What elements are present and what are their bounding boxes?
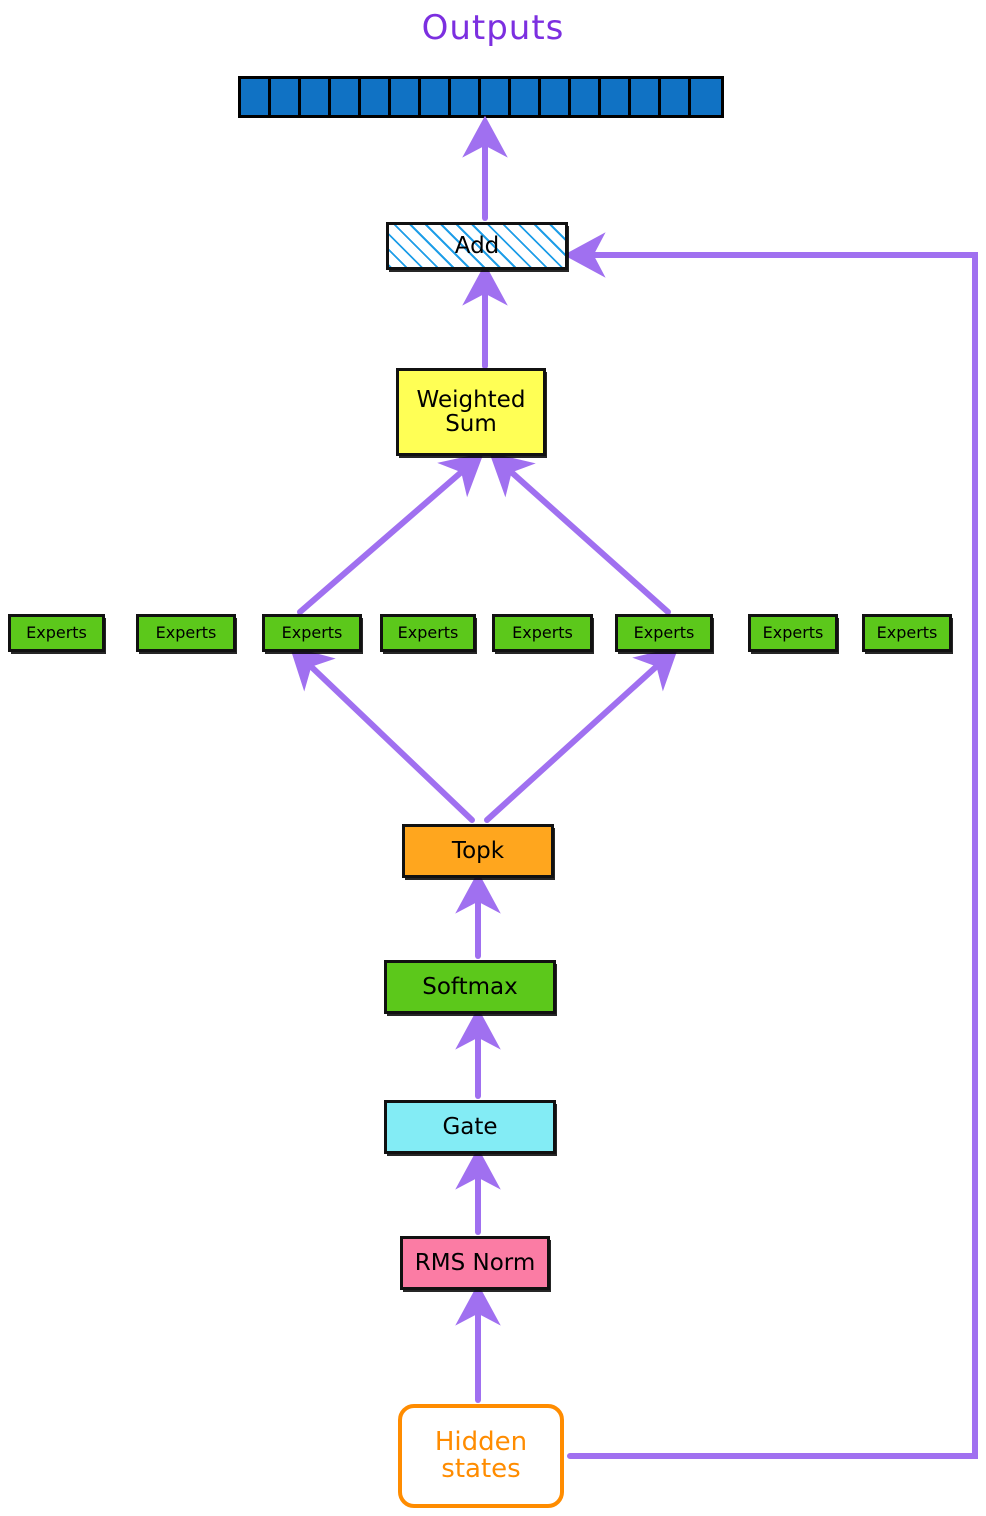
node-add[interactable]: Add <box>386 222 568 270</box>
node-expert-label: Experts <box>281 622 343 642</box>
output-token-cell <box>481 79 511 115</box>
node-expert-5[interactable]: Experts <box>492 614 593 652</box>
edge-topk-to-expert3 <box>289 646 475 823</box>
outputs-token-row <box>238 76 724 118</box>
output-token-cell <box>241 79 271 115</box>
output-token-cell <box>421 79 451 115</box>
node-expert-7[interactable]: Experts <box>748 614 838 652</box>
node-expert-1[interactable]: Experts <box>8 614 105 652</box>
node-expert-label: Experts <box>26 622 87 642</box>
node-expert-6[interactable]: Experts <box>615 614 713 652</box>
output-token-cell <box>271 79 301 115</box>
edge-expert3-to-weightedsum <box>297 452 484 615</box>
node-expert-label: Experts <box>762 622 824 642</box>
output-token-cell <box>661 79 691 115</box>
node-topk-label: Topk <box>451 837 505 864</box>
node-softmax[interactable]: Softmax <box>384 960 556 1014</box>
node-expert-3[interactable]: Experts <box>262 614 362 652</box>
node-expert-label: Experts <box>512 622 573 642</box>
output-token-cell <box>541 79 571 115</box>
edge-hiddenstates-to-add-skip <box>563 232 978 1459</box>
node-expert-label: Experts <box>633 622 695 642</box>
page-title: Outputs <box>421 8 565 48</box>
node-softmax-label: Softmax <box>422 973 518 1000</box>
node-topk[interactable]: Topk <box>402 824 554 878</box>
output-token-cell <box>601 79 631 115</box>
output-token-cell <box>571 79 601 115</box>
output-token-cell <box>331 79 361 115</box>
node-expert-label: Experts <box>397 622 459 642</box>
node-hidden-states[interactable]: Hidden states <box>398 1404 564 1508</box>
node-expert-8[interactable]: Experts <box>862 614 952 652</box>
output-token-cell <box>301 79 331 115</box>
node-add-label: Add <box>454 232 500 259</box>
output-token-cell <box>391 79 421 115</box>
node-weighted-sum-label: Weighted Sum <box>416 386 526 437</box>
output-token-cell <box>451 79 481 115</box>
node-rms-norm-label: RMS Norm <box>414 1249 536 1276</box>
node-hidden-states-label: Hidden states <box>434 1426 528 1484</box>
output-token-cell <box>631 79 661 115</box>
output-token-cell <box>361 79 391 115</box>
node-expert-4[interactable]: Experts <box>380 614 476 652</box>
node-gate-label: Gate <box>442 1113 498 1140</box>
edge-expert6-to-weightedsum <box>489 452 671 615</box>
node-gate[interactable]: Gate <box>384 1100 556 1154</box>
node-weighted-sum[interactable]: Weighted Sum <box>396 368 546 456</box>
node-expert-2[interactable]: Experts <box>136 614 236 652</box>
output-token-cell <box>511 79 541 115</box>
node-expert-label: Experts <box>155 622 217 642</box>
node-rms-norm[interactable]: RMS Norm <box>400 1236 550 1290</box>
output-token-cell <box>691 79 721 115</box>
node-expert-label: Experts <box>876 622 938 642</box>
edge-topk-to-expert6 <box>484 646 679 823</box>
